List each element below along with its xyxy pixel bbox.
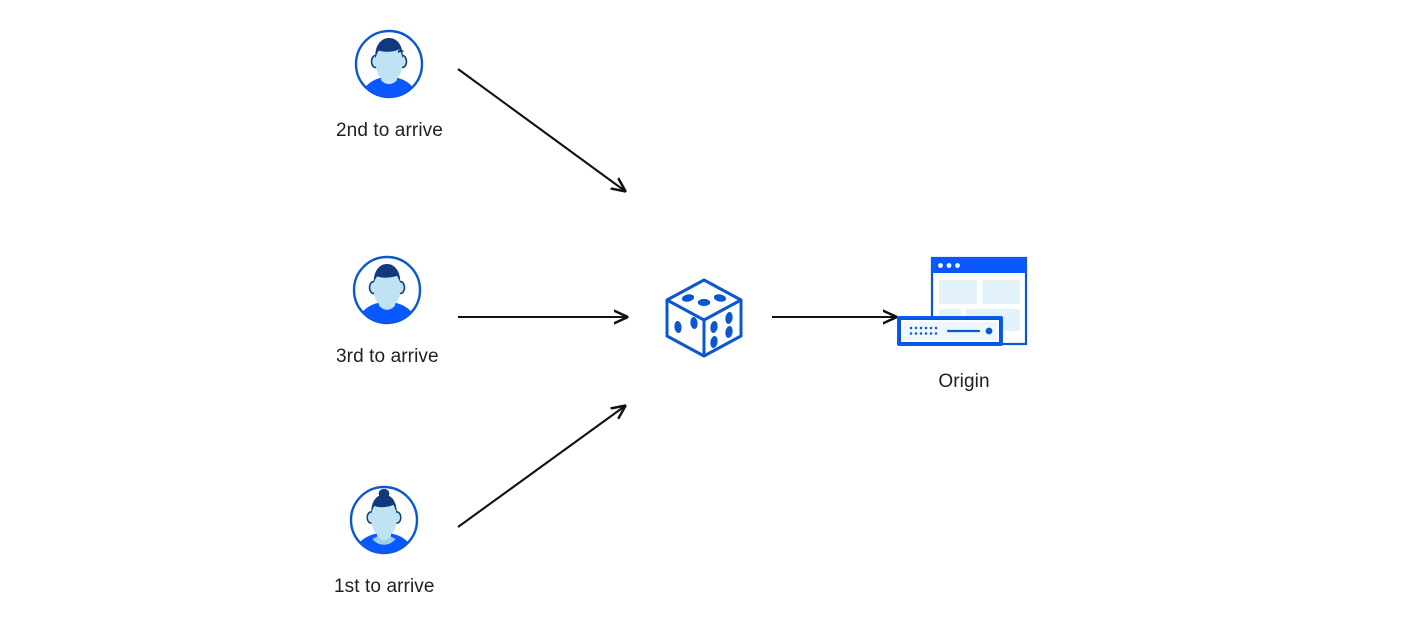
origin-label: Origin <box>938 371 990 392</box>
client-label-3rd: 3rd to arrive <box>336 346 439 367</box>
user-avatar-icon <box>353 28 425 100</box>
client-label-2nd: 2nd to arrive <box>336 120 443 141</box>
dice-icon <box>658 271 750 363</box>
arrow-2nd-to-dice <box>457 68 625 191</box>
user-avatar-icon <box>351 254 423 326</box>
origin-server-icon <box>894 254 1034 354</box>
user-avatar-icon <box>348 484 420 556</box>
server-appliance-icon <box>897 316 1003 346</box>
arrow-1st-to-dice <box>457 406 625 528</box>
randomizer-node[interactable] <box>658 271 750 363</box>
client-node-3rd[interactable]: 3rd to arrive <box>336 254 439 369</box>
client-node-1st[interactable]: 1st to arrive <box>334 484 435 599</box>
client-node-2nd[interactable]: 2nd to arrive <box>336 28 443 143</box>
origin-node[interactable]: Origin <box>894 254 1034 394</box>
client-label-1st: 1st to arrive <box>334 576 435 597</box>
